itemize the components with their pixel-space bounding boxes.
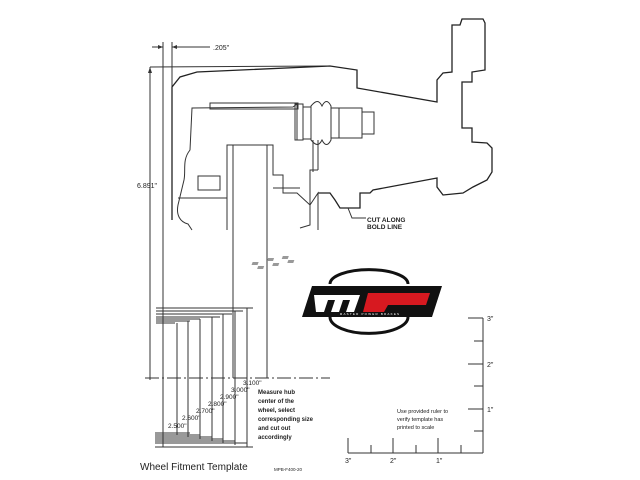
cut-note-line-1: CUT ALONG: [367, 217, 405, 224]
logo-letter-p: [363, 293, 430, 312]
height-dimension-label: 6.891": [137, 183, 158, 190]
logo-letter-m: [314, 295, 360, 312]
caliper-outline: [171, 18, 493, 220]
ruler-label-v-3: 3": [487, 316, 494, 323]
part-number: MPB-F400-20: [274, 467, 303, 472]
template-title: Wheel Fitment Template: [140, 462, 248, 473]
ruler-label-v-2: 2": [487, 362, 494, 369]
ruler-note-line: Use provided ruler to: [397, 409, 448, 415]
horizontal-ruler: [347, 438, 483, 454]
hub-size-steps-lower: [155, 432, 253, 448]
measure-instructions: Measure hub center of the wheel, select …: [257, 390, 314, 441]
hub-size-label: 3.100": [243, 380, 262, 387]
ruler-note-line: verify template has: [397, 417, 443, 423]
caliper-body: [177, 102, 319, 231]
hub-size-label: 2.800": [208, 401, 227, 408]
checkered-flag-icon: [251, 256, 295, 269]
instruction-line: corresponding size: [258, 417, 314, 423]
ruler-label-h-3: 3": [345, 458, 352, 465]
cut-note-line-2: BOLD LINE: [367, 224, 403, 231]
ruler-label-h-2: 2": [390, 458, 397, 465]
vertical-ruler: [468, 317, 484, 453]
ruler-label-v-1: 1": [487, 407, 494, 414]
rotor: [232, 145, 268, 378]
instruction-line: wheel, select: [257, 408, 295, 414]
hub-size-arrows: [162, 308, 248, 447]
instruction-line: and cut out: [258, 426, 290, 432]
logo-text: MASTER POWER BRAKES: [340, 312, 400, 316]
hub-size-label: 3.000": [231, 387, 250, 394]
ruler-note-line: printed to scale: [397, 425, 434, 431]
hub-size-labels: 2.500"2.600"2.700"2.800"2.900"3.000"3.10…: [168, 380, 262, 430]
ruler-label-h-1: 1": [436, 458, 443, 465]
hub-size-label: 2.900": [220, 394, 239, 401]
dimension-lines: [148, 42, 331, 380]
piston-assembly: [294, 101, 375, 172]
instruction-line: accordingly: [258, 435, 292, 441]
hub-size-label: 2.600": [182, 415, 201, 422]
hub-size-label: 2.500": [168, 423, 187, 430]
mpb-logo: MASTER POWER BRAKES: [251, 256, 442, 335]
instruction-line: Measure hub: [258, 390, 295, 396]
offset-dimension-label: .205": [213, 45, 230, 52]
instruction-line: center of the: [258, 399, 295, 405]
hub-size-steps-upper: [156, 307, 253, 324]
hub-size-label: 2.700": [196, 408, 215, 415]
